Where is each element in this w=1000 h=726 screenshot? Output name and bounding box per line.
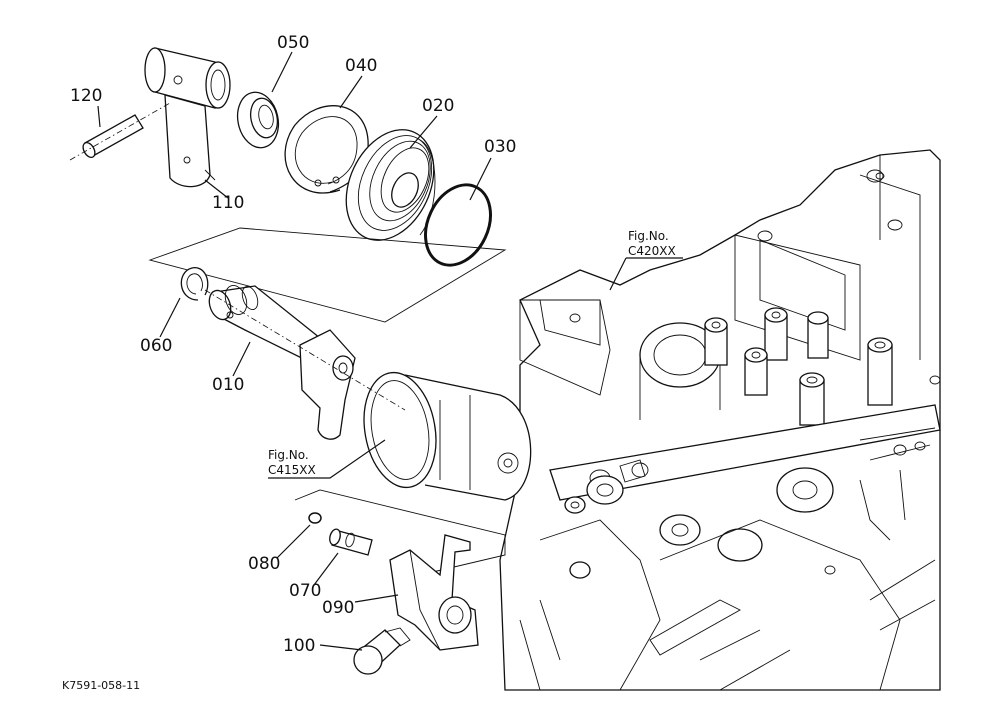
assembly-frame-lower	[294, 489, 506, 576]
label-040: 040	[345, 56, 377, 76]
fig-ref-2-line2: C415XX	[268, 463, 316, 477]
part-050-bearing	[236, 91, 280, 149]
drawing-code: K7591-058-11	[62, 679, 140, 692]
housing-bosses	[704, 307, 893, 426]
part-030-o-ring	[424, 183, 492, 267]
label-080: 080	[248, 554, 280, 574]
fig-ref-1-line1: Fig.No.	[628, 229, 669, 243]
part-110-lever	[144, 47, 231, 188]
label-050: 050	[277, 33, 309, 53]
part-010-shaft	[204, 285, 406, 440]
part-060-snap-ring	[180, 267, 209, 301]
part-080-o-ring	[308, 512, 322, 524]
part-100-plug	[353, 627, 411, 675]
label-100: 100	[283, 636, 315, 656]
label-010: 010	[212, 375, 244, 395]
figure-reference-c415xx: Fig.No. C415XX	[268, 448, 316, 477]
assembly-frame-upper	[148, 227, 507, 323]
label-120: 120	[70, 86, 102, 106]
part-090-bracket	[389, 534, 479, 651]
part-070-pin	[329, 528, 373, 556]
part-120-pin	[69, 102, 171, 161]
label-070: 070	[289, 581, 321, 601]
label-090: 090	[322, 598, 354, 618]
housing-assembly	[499, 149, 941, 691]
part-020-pulley	[345, 129, 436, 241]
cylinder-c415xx	[363, 371, 532, 501]
label-020: 020	[422, 96, 454, 116]
label-030: 030	[484, 137, 516, 157]
figure-reference-c420xx: Fig.No. C420XX	[628, 229, 676, 258]
fig-ref-2-line1: Fig.No.	[268, 448, 309, 462]
label-060: 060	[140, 336, 172, 356]
label-110: 110	[212, 193, 244, 213]
fig-ref-1-line2: C420XX	[628, 244, 676, 258]
part-labels: 120 050 040 020 030 110 060 010 080 070 …	[70, 33, 516, 656]
leader-lines	[97, 51, 683, 651]
